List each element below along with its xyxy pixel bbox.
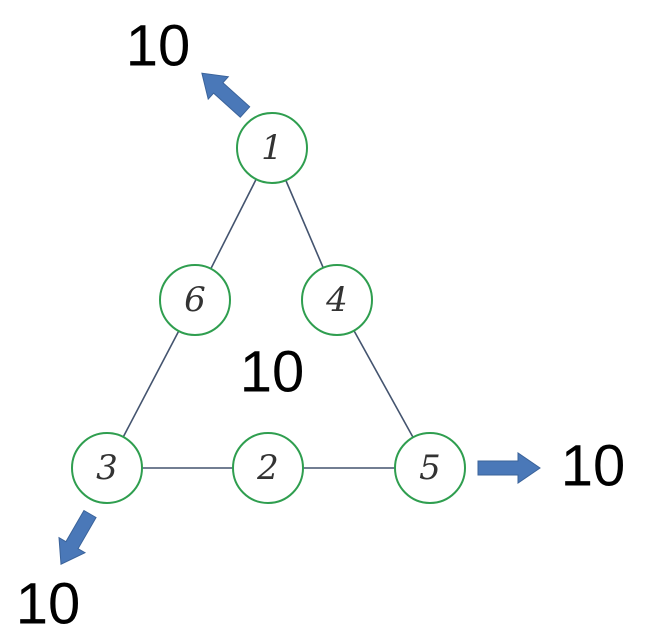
node-1: 1	[236, 112, 308, 184]
bottom-left-sum: 10	[16, 572, 81, 637]
right-sum: 10	[561, 434, 626, 499]
node-label: 2	[256, 448, 279, 488]
arrow-right-icon	[477, 452, 541, 484]
node-6: 6	[159, 264, 231, 336]
node-4: 4	[301, 264, 373, 336]
node-5: 5	[394, 432, 466, 504]
node-label: 5	[419, 448, 441, 488]
arrow-up-left-icon	[201, 72, 251, 118]
node-label: 4	[325, 280, 348, 320]
center-sum: 10	[240, 340, 305, 405]
node-label: 6	[184, 280, 206, 320]
top-sum: 10	[126, 14, 191, 79]
node-label: 3	[96, 448, 118, 488]
node-label: 1	[261, 128, 283, 168]
node-2: 2	[232, 432, 304, 504]
node-3: 3	[71, 432, 143, 504]
arrow-down-left-icon	[58, 509, 97, 565]
